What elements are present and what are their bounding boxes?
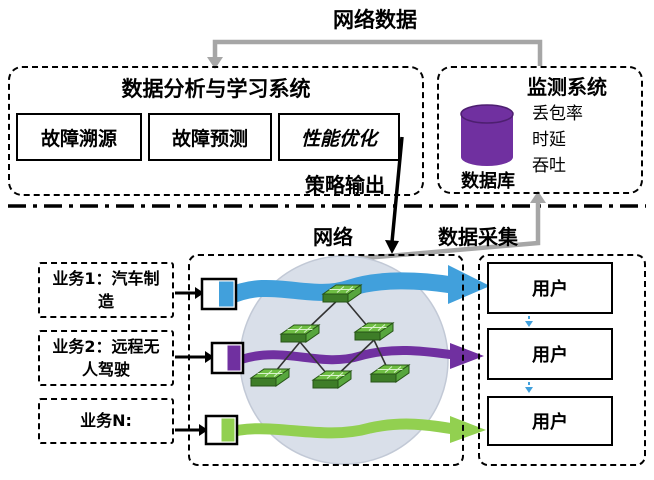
policy-output-arrowhead — [385, 240, 399, 254]
monitoring-system-box — [437, 66, 643, 194]
service-n-label: 业务N: — [80, 411, 132, 431]
policy-output-arrow — [390, 136, 404, 243]
flow-green — [220, 418, 460, 439]
endpoint-purple-fill — [227, 345, 241, 371]
user-box-3: 用户 — [487, 396, 613, 446]
flow-purple — [238, 345, 459, 365]
data-collection-arrowhead — [530, 191, 546, 203]
flow-blue-arrowhead — [448, 265, 490, 304]
endpoint-green-fill — [221, 418, 235, 442]
module-fault-tracing: 故障溯源 — [16, 113, 142, 161]
service-1-label: 业务1：汽车制造 — [52, 268, 160, 311]
service2-arrowhead — [205, 351, 214, 363]
flow-green-arrowhead — [450, 416, 486, 443]
user-box-2: 用户 — [487, 328, 613, 380]
user-3-label: 用户 — [532, 412, 568, 433]
database-cylinder-icon — [460, 104, 514, 166]
service-box-2: 业务2：远程无人驾驶 — [38, 330, 174, 386]
data-collection-label: 数据采集 — [438, 225, 518, 249]
analysis-system-title: 数据分析与学习系统 — [121, 77, 311, 101]
module-fault-prediction: 故障预测 — [148, 113, 272, 161]
flow-purple-arrowhead — [450, 343, 484, 369]
database-label: 数据库 — [461, 171, 515, 192]
policy-output-label: 策略输出 — [305, 173, 385, 197]
service-box-n: 业务N: — [38, 398, 174, 444]
users-container-box — [478, 254, 646, 466]
service-2-label: 业务2：远程无人驾驶 — [52, 336, 160, 379]
user-gap-arrow-1 — [525, 316, 533, 327]
network-label: 网络 — [313, 225, 353, 249]
endpoint-blue-fill — [219, 281, 234, 307]
service3-arrowhead — [199, 424, 208, 436]
user-2-label: 用户 — [532, 345, 568, 366]
network-box — [188, 254, 464, 466]
service-box-1: 业务1：汽车制造 — [38, 262, 174, 318]
metric-packet-loss: 丢包率 — [532, 104, 583, 124]
metric-latency: 时延 — [532, 130, 566, 150]
service1-arrowhead — [195, 287, 204, 299]
user-box-1: 用户 — [487, 262, 613, 314]
user-1-label: 用户 — [532, 279, 568, 300]
analysis-system-box — [8, 66, 424, 196]
module-fault-prediction-label: 故障预测 — [171, 127, 248, 150]
metric-throughput: 吞吐 — [532, 156, 566, 176]
network-data-arrowhead — [207, 57, 223, 69]
module-performance-optimization-label: 性能优化 — [300, 127, 377, 150]
module-performance-optimization: 性能优化 — [278, 113, 400, 161]
network-data-label: 网络数据 — [333, 8, 417, 32]
user-gap-arrow-2 — [525, 382, 533, 393]
network-data-connector — [212, 39, 543, 66]
monitoring-system-title: 监测系统 — [527, 75, 607, 99]
module-fault-tracing-label: 故障溯源 — [40, 127, 117, 150]
